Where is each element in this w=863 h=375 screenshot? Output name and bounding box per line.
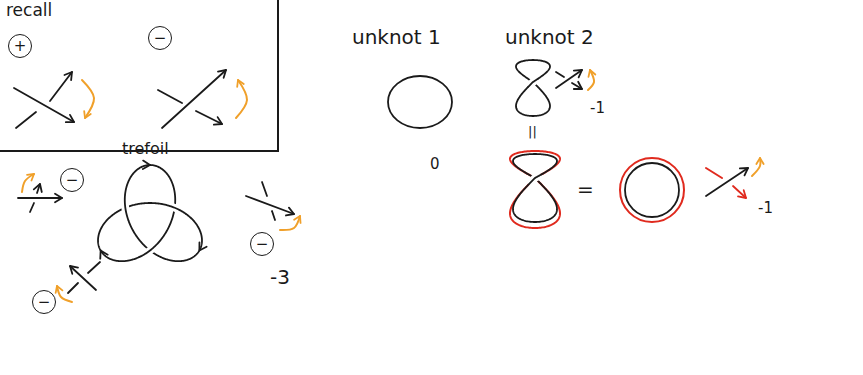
sign-text: − xyxy=(154,31,167,46)
arrow-head xyxy=(27,171,36,180)
crossing-gap xyxy=(529,175,541,184)
arrow-head xyxy=(740,165,750,176)
crossing-gap xyxy=(125,196,129,221)
sign-circle: − xyxy=(148,26,172,50)
ink-stroke xyxy=(556,72,564,77)
strand-arrow xyxy=(246,196,294,214)
knot-strand xyxy=(98,165,202,261)
sign-circle: + xyxy=(8,34,32,58)
red-trace xyxy=(510,151,560,228)
arrow-head xyxy=(286,208,296,218)
recall-box: recall + − xyxy=(0,0,279,152)
knot-strand xyxy=(528,79,537,87)
knot-strand xyxy=(529,175,541,184)
ink-stroke xyxy=(30,203,34,212)
arrow-head xyxy=(574,82,584,93)
ink-stroke xyxy=(88,262,100,273)
arrow-head xyxy=(294,214,303,223)
ink-stroke xyxy=(262,182,267,196)
sign-circle: − xyxy=(32,290,56,314)
sign-text: − xyxy=(66,173,79,188)
arrow-head xyxy=(574,67,585,78)
writhe-number: -1 xyxy=(590,100,605,117)
arrow-head xyxy=(235,79,244,87)
strand-arrow xyxy=(556,70,582,88)
strand-arrow xyxy=(14,88,74,122)
arrow-head xyxy=(97,249,108,259)
ink-stroke xyxy=(68,283,78,293)
knot-strand xyxy=(162,204,185,213)
arrow-head xyxy=(82,111,91,119)
arrow-head xyxy=(55,194,62,202)
knot-strand xyxy=(125,196,129,221)
strand-arrow xyxy=(18,197,62,199)
arrow-head xyxy=(54,285,63,293)
knot-strand xyxy=(513,154,557,222)
arrow-head xyxy=(67,263,78,274)
writhe-number: 0 xyxy=(430,156,440,173)
sign-text: − xyxy=(38,295,51,310)
ink-stroke xyxy=(158,90,182,103)
ink-stroke xyxy=(272,211,275,220)
ink-stroke xyxy=(706,168,722,178)
unknot-circle xyxy=(625,163,679,217)
arrow-head xyxy=(738,190,749,201)
arrow-head xyxy=(218,67,229,78)
arrow-head xyxy=(34,183,44,192)
writhe-number: -1 xyxy=(758,200,773,217)
strand-arrow xyxy=(162,70,226,128)
knot-name: unknot 1 xyxy=(352,26,441,48)
crossing-gap xyxy=(140,242,160,257)
arrow-head xyxy=(64,69,75,80)
arrow-head xyxy=(66,115,76,126)
illustration-layer xyxy=(14,60,764,302)
ink-stroke xyxy=(16,112,36,128)
knot-name: unknot 2 xyxy=(505,26,594,48)
equals-sign: = xyxy=(577,178,594,200)
sign-text: + xyxy=(14,39,27,54)
sign-text: − xyxy=(256,237,269,252)
equals-sign: || xyxy=(528,125,537,139)
knot-name: trefoil xyxy=(122,140,169,158)
writhe-number: -3 xyxy=(270,266,290,288)
sign-circle: − xyxy=(250,232,274,256)
knot-strand xyxy=(516,60,550,116)
sign-circle: − xyxy=(60,168,84,192)
strand-arrow xyxy=(706,168,748,196)
arrow-head xyxy=(587,69,596,77)
crossing-gap xyxy=(162,204,185,213)
box-title: recall xyxy=(6,2,271,19)
red-trace xyxy=(620,158,684,222)
arrow-head xyxy=(214,117,224,128)
arrow-head xyxy=(143,161,150,170)
unknot-circle xyxy=(388,76,452,128)
crossing-gap xyxy=(528,79,537,87)
arrow-head xyxy=(196,242,207,252)
arrow-head xyxy=(756,158,763,164)
knot-strand xyxy=(140,242,160,257)
strand-arrow xyxy=(50,72,72,101)
